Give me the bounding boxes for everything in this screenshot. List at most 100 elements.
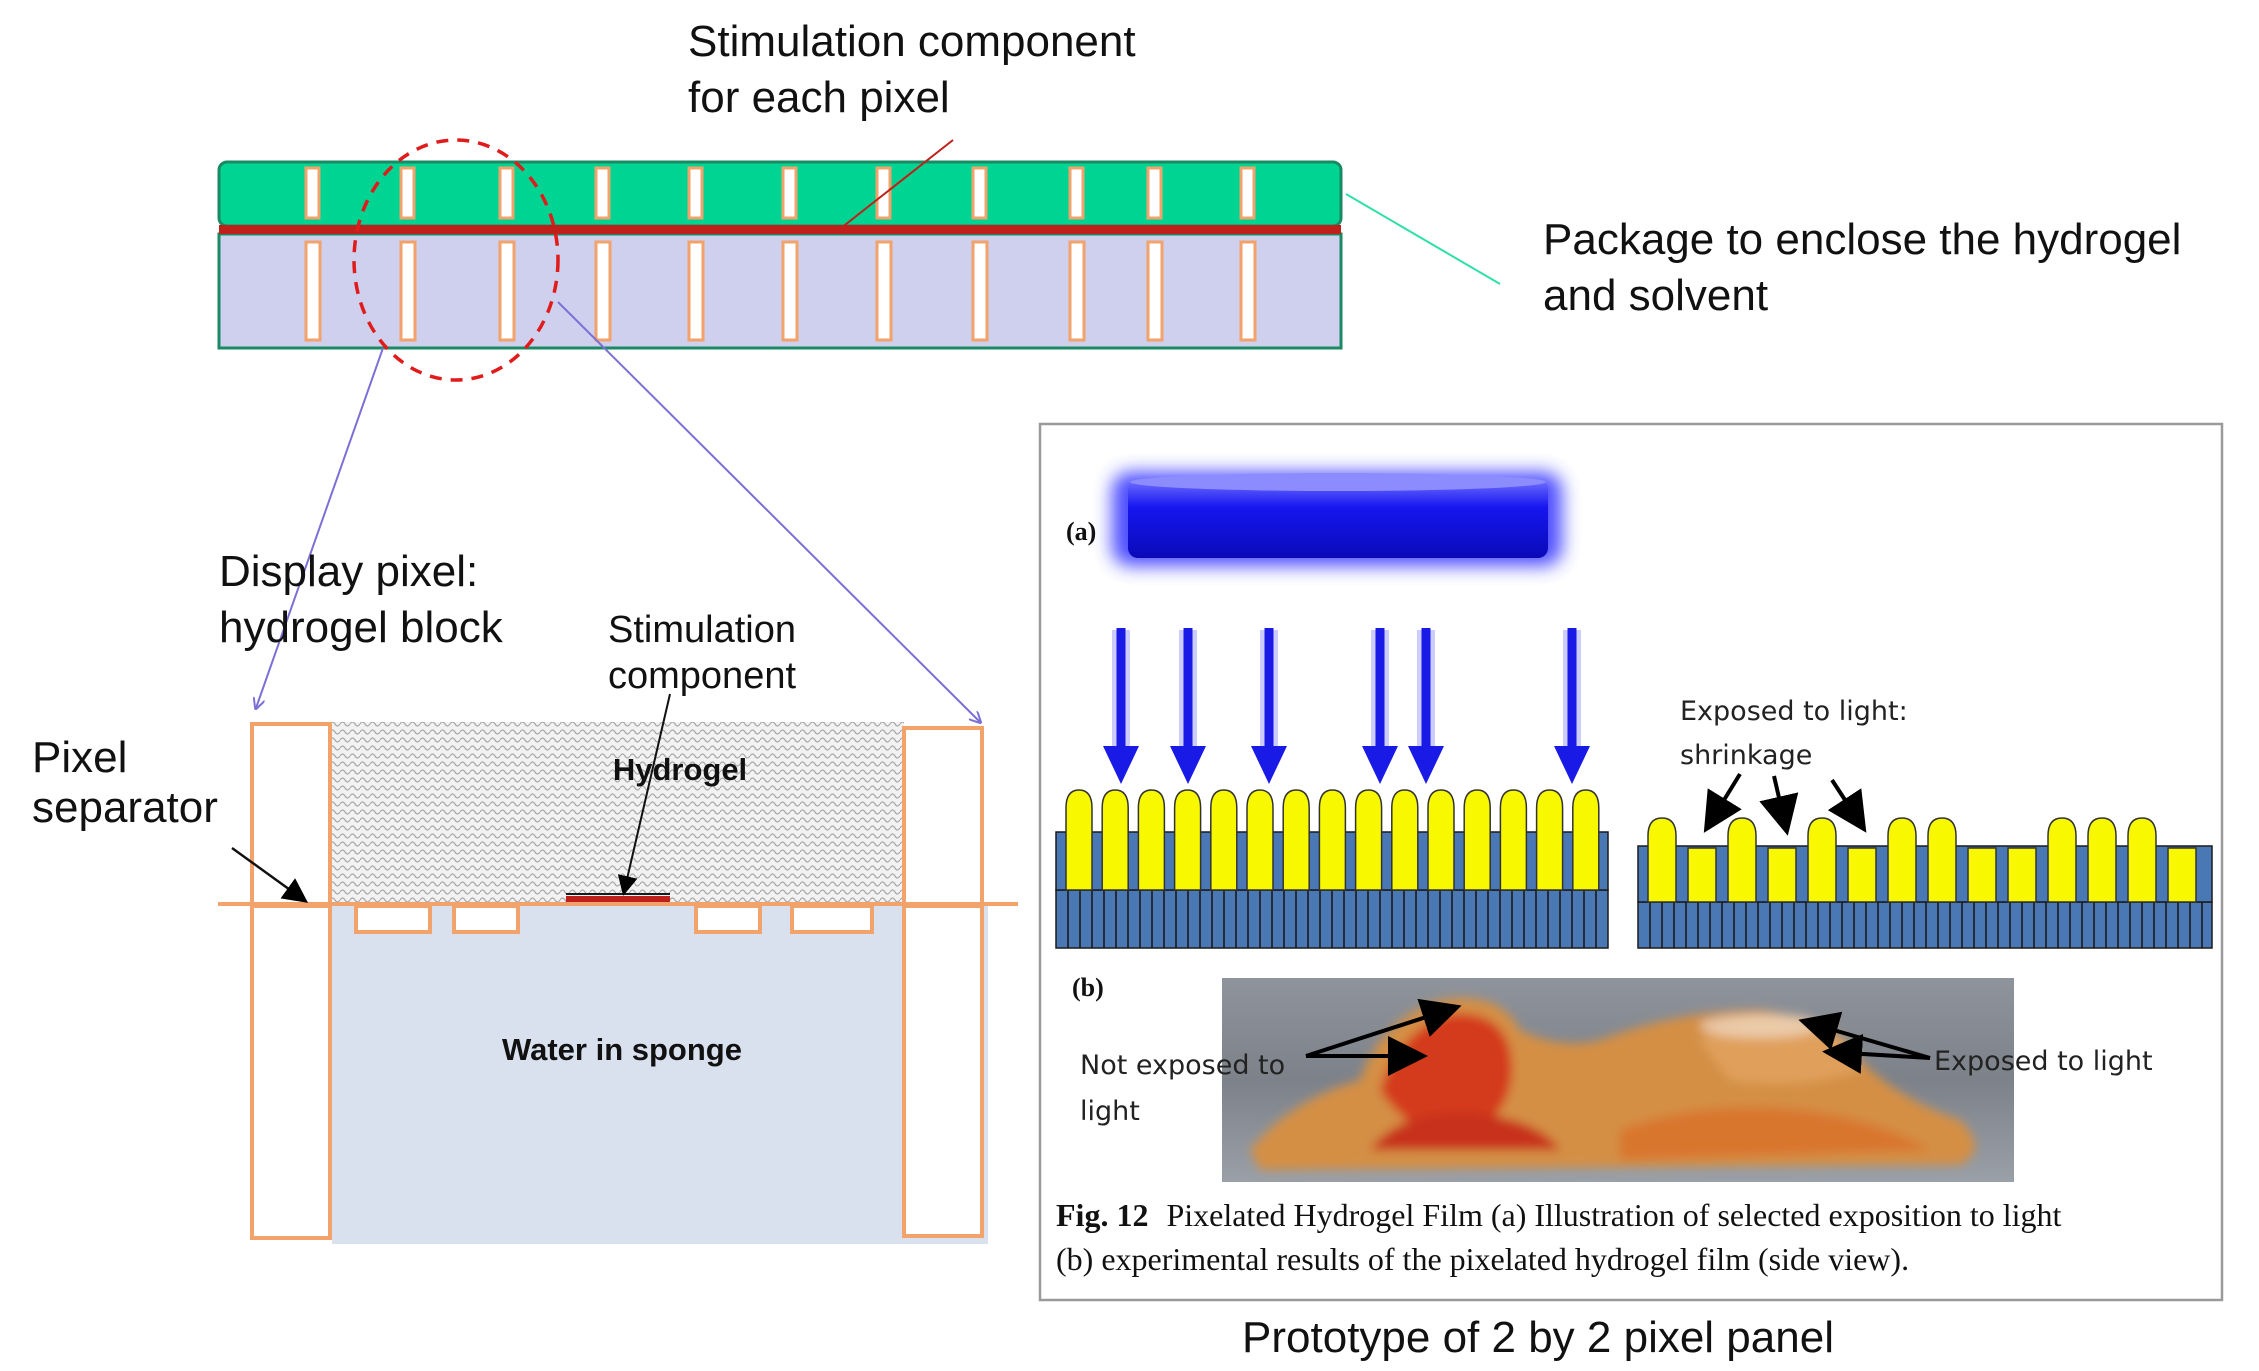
gel-bump-left-7 [1282,789,1310,891]
figure-caption-text: Pixelated Hydrogel Film (a) Illustration… [1166,1197,2061,1233]
bottom-separator-2 [399,240,417,342]
zoom-line-left [256,347,384,708]
gel-bump-left-2 [1101,789,1129,891]
gel-block-right-6 [1847,847,1877,903]
gel-bump-right-11 [2047,817,2077,903]
gel-bump-left-1 [1065,789,1093,891]
pixel-separator-right-top [902,726,984,906]
film-stripes-right [1649,902,2203,948]
gel-block-right-2 [1687,847,1717,903]
not-exposed-arrow-1 [1305,998,1462,1058]
gel-bump-left-4 [1173,789,1202,891]
separator-pointer [231,846,309,903]
top-separator-8 [971,166,988,220]
pixel-separator-label-2: separator [32,783,218,832]
light-arrow-head-3 [1251,746,1287,784]
bottom-separator-3 [498,240,516,342]
bottom-separator-5 [687,240,705,342]
bottom-separator-6 [781,240,799,342]
stimulation-bar [219,225,1341,234]
gel-bump-left-14 [1535,789,1564,891]
package-label: Package to enclose the hydrogel [1543,215,2181,264]
stim-detail-label: Stimulation [608,609,796,651]
stimulation-strip [566,896,670,902]
bottom-separator-8 [971,240,989,342]
figure-label-b: (b) [1072,973,1104,1002]
light-arrow-head-1 [1103,746,1139,784]
shrinkage-arrow-1 [1703,772,1742,833]
bottom-separator-1 [304,240,322,342]
pixel-separator-label: Pixel [32,733,127,782]
top-separator-5 [687,166,704,220]
package-label-2: and solvent [1543,271,1768,320]
figure-caption: Fig. 12 Pixelated Hydrogel Film (a) Illu… [1056,1197,2061,1233]
bottom-slot-3 [694,904,762,934]
gel-bump-right-3 [1727,817,1757,903]
light-source [1112,472,1562,566]
gel-bump-left-9 [1354,789,1383,891]
gel-block-right-4 [1767,847,1797,903]
gel-block-right-14 [2167,847,2197,903]
light-arrows [1103,628,1590,784]
light-arrow-head-4 [1362,746,1398,784]
gel-bump-right-7 [1887,817,1917,903]
gel-bump-left-3 [1137,789,1166,891]
gel-bump-right-5 [1807,817,1837,903]
hydrogel-label: Hydrogel [613,752,747,787]
shrinkage-arrow-2 [1759,775,1799,836]
gel-bump-right-12 [2087,817,2117,903]
exposed-arrow-1 [1798,1011,1931,1060]
stim-component-title-2: for each pixel [688,73,950,122]
top-separator-11 [1239,166,1256,220]
exposed-shrinkage-label-2: shrinkage [1680,740,1812,771]
gel-bump-right-13 [2127,817,2157,903]
bottom-separator-11 [1239,240,1257,342]
experiment-photo [1222,978,2014,1182]
stim-detail-label-2: component [608,655,796,697]
bottom-slot-4 [790,904,874,934]
film-illustration-left [1055,789,1609,949]
package-pointer-line [1345,193,1501,285]
gel-block-right-9 [1967,847,1997,903]
package-bottom-layer [217,232,1343,350]
shrinkage-arrow-3 [1827,778,1867,833]
gel-bump-left-6 [1246,789,1274,891]
bottom-separator-10 [1146,240,1164,342]
gel-bump-left-12 [1463,789,1491,891]
stim-component-title: Stimulation component [688,17,1136,66]
stim-detail-pointer [617,693,671,896]
gel-bump-left-5 [1210,789,1238,891]
gel-bump-left-15 [1572,789,1600,891]
water-sponge-area [332,906,988,1244]
hydrogel-area [332,722,904,904]
figure-caption-bold: Fig. 12 [1056,1197,1148,1233]
bottom-separator-4 [594,240,612,342]
top-separator-9 [1068,166,1085,220]
zoom-line-right [557,301,980,722]
bottom-separator-7 [875,240,893,342]
not-exposed-label: Not exposed to [1080,1050,1285,1081]
gel-bump-right-1 [1647,817,1677,903]
pixel-separator-left-bottom [250,904,332,1240]
gel-block-right-10 [2007,847,2037,903]
exposed-arrow-2 [1822,1033,1931,1074]
gel-bumps-right [1647,817,2197,903]
package-diagram [217,160,1343,350]
top-separator-4 [594,166,611,220]
light-arrow-head-6 [1554,746,1590,784]
gel-bumps-left [1065,789,1600,891]
top-separator-1 [304,166,321,220]
pixel-separators [304,166,1257,342]
figure-panel: (a) Exposed to light: shrinkage (b) [1038,422,2224,1302]
film-illustration-right [1637,817,2213,949]
stim-pointer-line [835,139,954,233]
gel-bump-left-8 [1318,789,1347,891]
light-arrow-head-5 [1408,746,1444,784]
figure-caption-2: (b) experimental results of the pixelate… [1056,1241,1909,1277]
bottom-separator-9 [1068,240,1086,342]
zoom-circle [352,138,560,382]
top-separator-3 [498,166,515,220]
gel-bump-right-8 [1927,817,1957,903]
pixel-separator-right-bottom [902,904,984,1238]
